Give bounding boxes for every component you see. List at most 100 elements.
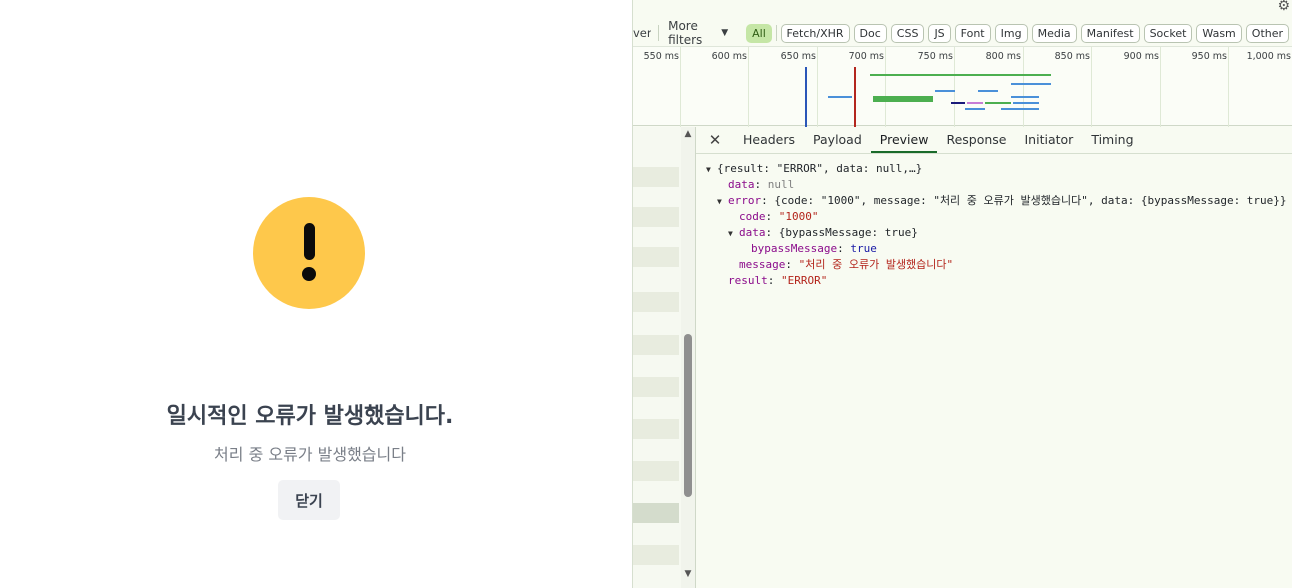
json-value: "1000" <box>778 210 819 223</box>
timeline-tick-label: 600 ms <box>711 51 747 62</box>
timeline-tick-label: 1,000 ms <box>1246 51 1291 62</box>
json-colon: : <box>767 274 781 287</box>
expand-triangle-icon[interactable]: ▼ <box>717 197 722 206</box>
request-list[interactable]: ▲ ▼ <box>633 127 695 588</box>
request-row[interactable] <box>633 335 679 355</box>
scrollbar-thumb[interactable] <box>684 334 692 497</box>
json-key: data <box>739 226 766 239</box>
filter-chip-font[interactable]: Font <box>954 23 991 43</box>
timeline-gridline <box>817 47 818 127</box>
json-colon: : <box>765 226 779 239</box>
load-marker <box>854 67 856 127</box>
filter-chip-other[interactable]: Other <box>1245 23 1290 43</box>
timeline-tick-label: 750 ms <box>917 51 953 62</box>
filter-chip-doc[interactable]: Doc <box>853 23 887 43</box>
scrollbar[interactable]: ▲ ▼ <box>681 127 695 588</box>
expand-triangle-icon[interactable]: ▼ <box>706 165 711 174</box>
waterfall-bar <box>935 90 955 92</box>
json-colon: : <box>785 258 799 271</box>
tree-node-message[interactable]: message: "처리 중 오류가 발생했습니다" <box>706 257 1287 273</box>
json-preview-tree: ▼{result: "ERROR", data: null,…} data: n… <box>706 161 1287 289</box>
waterfall-bar <box>1001 108 1039 110</box>
tree-node-code[interactable]: code: "1000" <box>706 209 1287 225</box>
timeline-tick-label: 550 ms <box>643 51 679 62</box>
more-filters-label: More filters <box>668 19 703 47</box>
exclamation-icon <box>253 197 365 309</box>
dom-content-loaded-marker <box>805 67 807 127</box>
tab-timing[interactable]: Timing <box>1091 132 1134 147</box>
timeline-gridline <box>1091 47 1092 127</box>
filter-chip-fetch-xhr[interactable]: Fetch/XHR <box>780 23 850 43</box>
json-key: data <box>728 178 755 191</box>
request-details: ✕ Headers Payload Preview Response Initi… <box>696 127 1292 588</box>
tree-node-bypass[interactable]: bypassMessage: true <box>706 241 1287 257</box>
timeline-tick-label: 700 ms <box>848 51 884 62</box>
waterfall-bar <box>1013 102 1039 104</box>
expand-triangle-icon[interactable]: ▼ <box>728 229 733 238</box>
details-tab-bar: ✕ Headers Payload Preview Response Initi… <box>696 127 1292 154</box>
timeline-tick-label: 950 ms <box>1191 51 1227 62</box>
json-colon: : <box>754 178 768 191</box>
timeline-tick-label: 900 ms <box>1123 51 1159 62</box>
json-value: null <box>767 178 795 191</box>
timeline-overview[interactable]: 550 ms 600 ms 650 ms 700 ms 750 ms 800 m… <box>633 46 1292 127</box>
caret-down-icon: ▼ <box>721 28 729 38</box>
request-row[interactable] <box>633 545 679 565</box>
filter-chip-manifest[interactable]: Manifest <box>1080 23 1140 43</box>
filter-chip-js[interactable]: JS <box>928 23 951 43</box>
separator <box>775 25 777 41</box>
waterfall-bar <box>828 96 852 98</box>
request-row[interactable] <box>633 207 679 227</box>
filter-chip-socket[interactable]: Socket <box>1143 23 1193 43</box>
tree-node-result[interactable]: result: "ERROR" <box>706 273 1287 289</box>
timeline-tick-label: 850 ms <box>1054 51 1090 62</box>
request-row[interactable] <box>633 419 679 439</box>
filter-chip-img[interactable]: Img <box>994 23 1028 43</box>
timeline-gridline <box>1160 47 1161 127</box>
separator <box>658 25 660 41</box>
waterfall-bar <box>1011 96 1039 98</box>
request-row-selected[interactable] <box>633 503 679 523</box>
request-row[interactable] <box>633 247 679 267</box>
json-key: error <box>728 194 762 207</box>
tree-node-data[interactable]: data: null <box>706 177 1287 193</box>
close-button[interactable]: 닫기 <box>278 480 340 520</box>
tab-initiator[interactable]: Initiator <box>1024 132 1074 147</box>
request-row[interactable] <box>633 461 679 481</box>
waterfall-bar <box>873 96 933 102</box>
tree-node-root[interactable]: ▼{result: "ERROR", data: null,…} <box>706 161 1287 177</box>
waterfall-bar <box>1011 83 1051 85</box>
scroll-up-icon[interactable]: ▲ <box>684 129 692 139</box>
scroll-down-icon[interactable]: ▼ <box>684 569 692 579</box>
request-row[interactable] <box>633 292 679 312</box>
waterfall-bar <box>967 102 983 104</box>
invert-label[interactable]: vert <box>633 26 652 40</box>
tree-node-error[interactable]: ▼error: {code: "1000", message: "처리 중 오류… <box>706 193 1287 209</box>
json-key: code <box>739 210 766 223</box>
gear-icon[interactable]: ⚙ <box>1277 0 1290 14</box>
timeline-gridline <box>680 47 681 127</box>
json-value: "처리 중 오류가 발생했습니다" <box>798 258 954 271</box>
json-key: result <box>728 274 768 287</box>
tree-node-inner-data[interactable]: ▼data: {bypassMessage: true} <box>706 225 1287 241</box>
json-value: true <box>850 242 877 255</box>
filter-chip-media[interactable]: Media <box>1031 23 1077 43</box>
filter-chip-css[interactable]: CSS <box>890 23 925 43</box>
json-key: bypassMessage <box>751 242 838 255</box>
request-row[interactable] <box>633 377 679 397</box>
waterfall-bar <box>978 90 998 92</box>
waterfall-bar <box>985 102 1011 104</box>
timeline-tick-label: 650 ms <box>780 51 816 62</box>
more-filters-dropdown[interactable]: More filters ▼ <box>668 19 728 47</box>
timeline-gridline <box>954 47 955 127</box>
waterfall-bar <box>965 108 985 110</box>
filter-chip-all[interactable]: All <box>746 23 772 43</box>
tab-preview[interactable]: Preview <box>870 126 938 153</box>
tab-headers[interactable]: Headers <box>743 132 796 147</box>
column-divider[interactable] <box>695 127 696 588</box>
tab-response[interactable]: Response <box>946 132 1007 147</box>
request-row[interactable] <box>633 167 679 187</box>
tab-payload[interactable]: Payload <box>813 132 862 147</box>
close-icon[interactable]: ✕ <box>708 130 722 149</box>
filter-chip-wasm[interactable]: Wasm <box>1196 23 1242 43</box>
